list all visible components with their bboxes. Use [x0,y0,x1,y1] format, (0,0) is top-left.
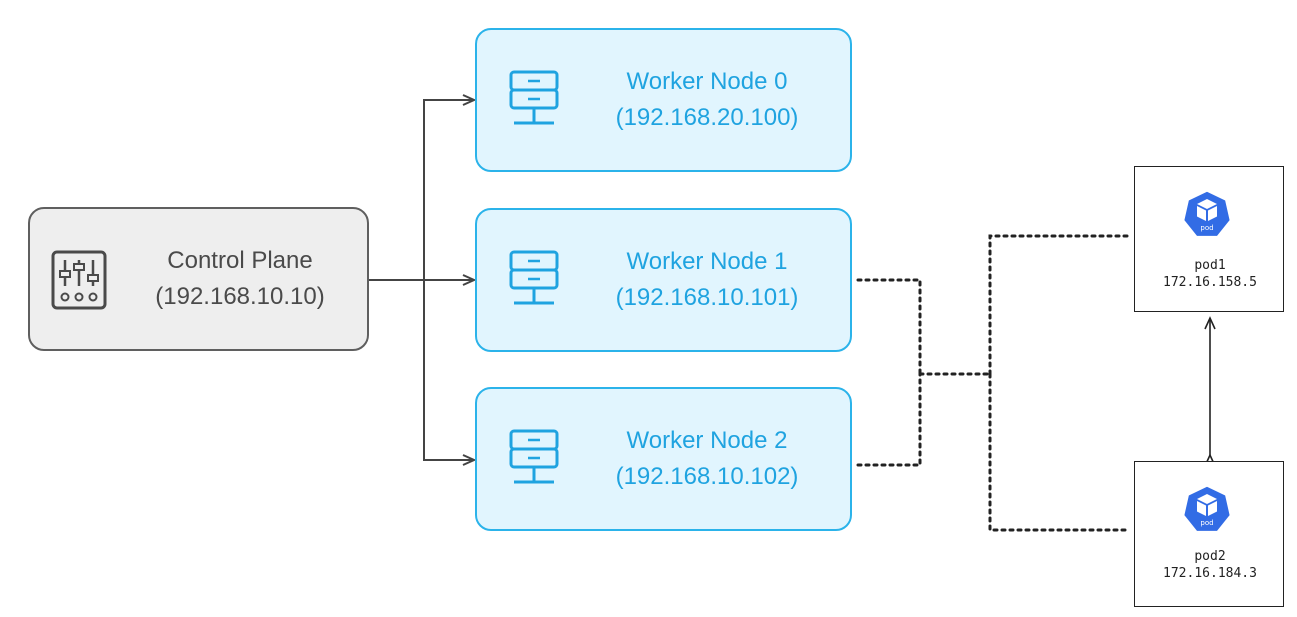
worker-node-2[interactable]: Worker Node 2 (192.168.10.102) [475,387,852,531]
worker-1-network-link [856,278,922,376]
worker-node-2-ip: (192.168.10.102) [615,463,799,490]
server-icon [509,250,559,305]
server-icon [509,429,559,484]
pod-2-name: pod2 [1194,549,1226,564]
control-plane-label: Control Plane (192.168.10.10) [120,243,360,315]
control-plane-ip: (192.168.10.10) [155,283,325,310]
pod-2-icon-label: pod [1200,519,1213,527]
control-to-worker-2-connector [423,280,474,460]
server-icon [509,70,559,125]
pod-1-network-link [988,234,1130,376]
worker-node-0-label: Worker Node 0 (192.168.20.100) [577,64,837,136]
pod-1-ip: 172.16.158.5 [1163,275,1257,290]
worker-node-0-ip: (192.168.20.100) [615,104,799,131]
control-plane-node[interactable]: Control Plane (192.168.10.10) [28,207,369,351]
worker-node-1-label: Worker Node 1 (192.168.10.101) [577,244,837,316]
pod-1-box[interactable]: pod pod1 172.16.158.5 [1134,166,1284,312]
worker-node-1-ip: (192.168.10.101) [615,284,799,311]
pod-1-label: pod1 172.16.158.5 [1135,257,1285,291]
worker-node-0[interactable]: Worker Node 0 (192.168.20.100) [475,28,852,172]
worker-node-1[interactable]: Worker Node 1 (192.168.10.101) [475,208,852,352]
pod-1-icon-label: pod [1200,224,1213,232]
pod-2-label: pod2 172.16.184.3 [1135,548,1285,582]
pod-2-ip: 172.16.184.3 [1163,566,1257,581]
sliders-icon [51,250,107,310]
pod-2-box[interactable]: pod pod2 172.16.184.3 [1134,461,1284,607]
kubernetes-pod-icon: pod [1182,485,1232,533]
worker-node-0-title: Worker Node 0 [626,68,788,95]
worker-node-1-title: Worker Node 1 [626,248,788,275]
control-plane-title: Control Plane [167,247,313,274]
worker-node-2-label: Worker Node 2 (192.168.10.102) [577,423,837,495]
control-to-worker-0-connector [423,100,474,280]
worker-2-network-link [856,372,922,467]
pod-2-network-link [988,372,1130,532]
pod-1-name: pod1 [1194,258,1226,273]
worker-node-2-title: Worker Node 2 [626,427,788,454]
kubernetes-pod-icon: pod [1182,190,1232,238]
